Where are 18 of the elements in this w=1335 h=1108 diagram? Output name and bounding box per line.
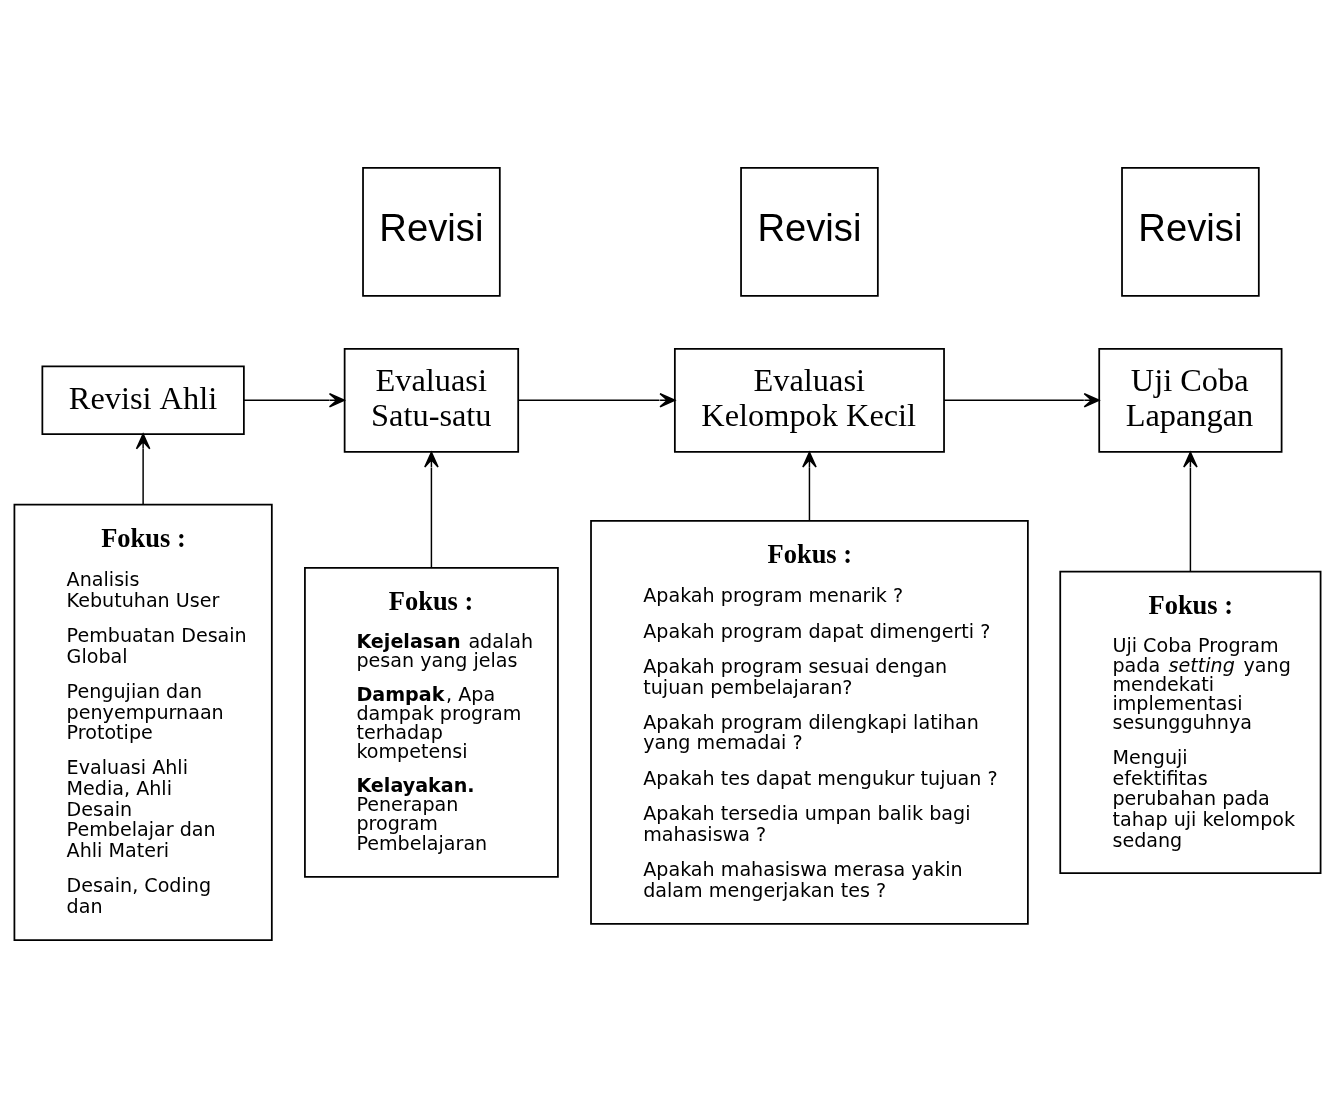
arrow <box>1183 451 1198 573</box>
arrow <box>943 392 1100 408</box>
node-box: Evaluasi Kelompok Kecil <box>673 347 945 453</box>
node-box: Fokus : Uji Coba Program pada setting yang mendekati implementasi sesungguhnya Menguji efektifitas perubahan pada tahap uji kelompok sedang <box>1059 570 1322 875</box>
node-box: Uji Coba Lapangan <box>1098 347 1283 453</box>
node-box: Revisi <box>362 167 501 297</box>
arrow <box>802 451 817 522</box>
node-box: Evaluasi Satu-satu <box>343 347 520 453</box>
arrow <box>517 392 676 408</box>
node-box: Revisi <box>740 167 879 297</box>
arrow <box>424 451 439 569</box>
node-box: Fokus : Apakah program menarik ? Apakah program dapat dimengerti ? Apakah program sesuai dengan tujuan pembelajaran? Apakah program dilengkapi latihan yang memadai ? Apakah tes dapat mengukur tujuan ? Apakah tersedia umpan balik bagi mahasiswa ? Apakah mahasiswa merasa yakin dalam mengerjakan tes ? <box>590 520 1029 925</box>
node-box: Revisi <box>1121 167 1260 297</box>
node-box: Fokus : Kejelasan adalah pesan yang jelas Dampak, Apa dampak program terhadap kompetensi Kelayakan. Penerapan program Pembelajaran <box>304 567 559 878</box>
node-box: Fokus : Analisis Kebutuhan User Pembuatan Desain Global Pengujian dan penyempurnaan Prototipe Evaluasi Ahli Media, Ahli Desain Pembelajar dan Ahli Materi Desain, Coding dan <box>13 503 273 941</box>
arrow <box>135 433 151 506</box>
arrow <box>243 392 345 408</box>
node-box: Revisi Ahli <box>41 365 245 435</box>
